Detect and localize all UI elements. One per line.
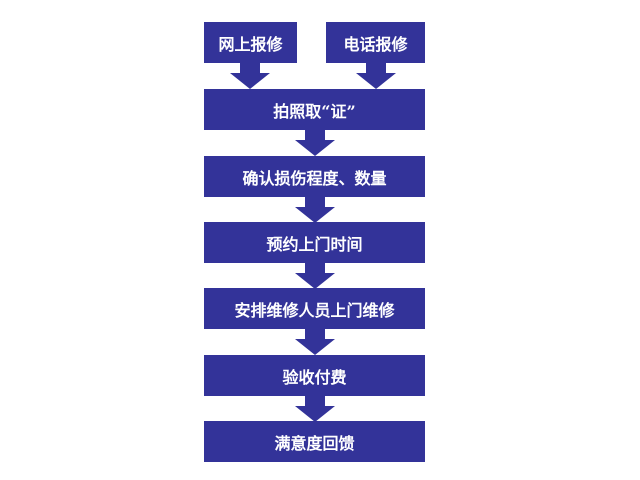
arrow-down-icon [356, 63, 396, 89]
box-label: 网上报修 [218, 34, 283, 54]
step-photo-evidence: 拍照取“证” [204, 89, 425, 130]
source-online-repair: 网上报修 [204, 22, 297, 63]
box-label: 电话报修 [343, 34, 408, 54]
arrow-down-icon [295, 329, 335, 355]
source-phone-repair: 电话报修 [326, 22, 425, 63]
box-label: 预约上门时间 [266, 234, 363, 254]
step-confirm-damage: 确认损伤程度、数量 [204, 156, 425, 197]
step-dispatch-repair: 安排维修人员上门维修 [204, 288, 425, 329]
arrow-down-icon [295, 396, 335, 422]
arrow-down-icon [295, 263, 335, 289]
step-satisfaction-feedback: 满意度回馈 [204, 421, 425, 462]
box-label: 满意度回馈 [274, 433, 355, 453]
box-label: 安排维修人员上门维修 [234, 300, 395, 320]
box-label: 确认损伤程度、数量 [242, 168, 387, 188]
step-schedule-visit: 预约上门时间 [204, 222, 425, 263]
arrow-down-icon [295, 130, 335, 156]
arrow-down-icon [295, 197, 335, 223]
box-label: 拍照取“证” [273, 101, 356, 121]
arrow-down-icon [230, 63, 270, 89]
box-label: 验收付费 [282, 367, 347, 387]
step-acceptance-payment: 验收付费 [204, 355, 425, 396]
